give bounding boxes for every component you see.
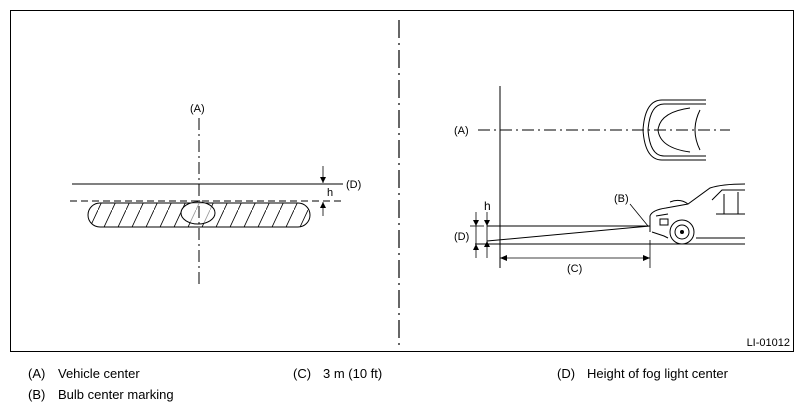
aiming-diagram: (A) h (D)	[10, 10, 794, 352]
legend-key: (A)	[28, 366, 46, 381]
h-dimension-right	[484, 212, 490, 258]
figure-frame	[10, 10, 794, 352]
legend-text: Height of fog light center	[587, 366, 728, 381]
legend-item-d: (D) Height of fog light center	[557, 366, 728, 381]
bulb-marking-leader	[629, 203, 649, 227]
legend-text: Vehicle center	[58, 366, 140, 381]
label-b-right: (B)	[614, 193, 629, 205]
left-screen-view: (A) h (D)	[70, 103, 361, 287]
distance-dimension	[500, 240, 651, 268]
legend-key: (C)	[293, 366, 312, 381]
label-a-right: (A)	[454, 125, 469, 137]
car-top-view-icon	[642, 99, 706, 161]
label-h-left: h	[327, 187, 333, 199]
right-side-view: (A) (B) (C) (D) h	[454, 86, 746, 275]
label-c-right: (C)	[567, 263, 582, 275]
label-d-left: (D)	[346, 179, 361, 191]
label-d-right: (D)	[454, 231, 469, 243]
legend-text: Bulb center marking	[58, 387, 174, 402]
h-dimension-left	[320, 166, 326, 216]
car-side-view-icon	[649, 183, 746, 239]
beam-line-aim	[486, 225, 651, 242]
legend: (A) Vehicle center (C) 3 m (10 ft) (D) Heig…	[0, 366, 804, 410]
label-h-right: h	[484, 199, 491, 213]
hot-spot-ellipse	[180, 201, 216, 225]
legend-item-b: (B) Bulb center marking	[28, 387, 174, 402]
legend-text: 3 m (10 ft)	[323, 366, 383, 381]
figure-id-label: LI-01012	[747, 337, 790, 349]
legend-key: (B)	[28, 387, 46, 402]
d-dimension	[470, 212, 484, 258]
label-a-left: (A)	[190, 103, 205, 115]
legend-item-c: (C) 3 m (10 ft)	[293, 366, 382, 381]
legend-item-a: (A) Vehicle center	[28, 366, 140, 381]
legend-key: (D)	[557, 366, 576, 381]
